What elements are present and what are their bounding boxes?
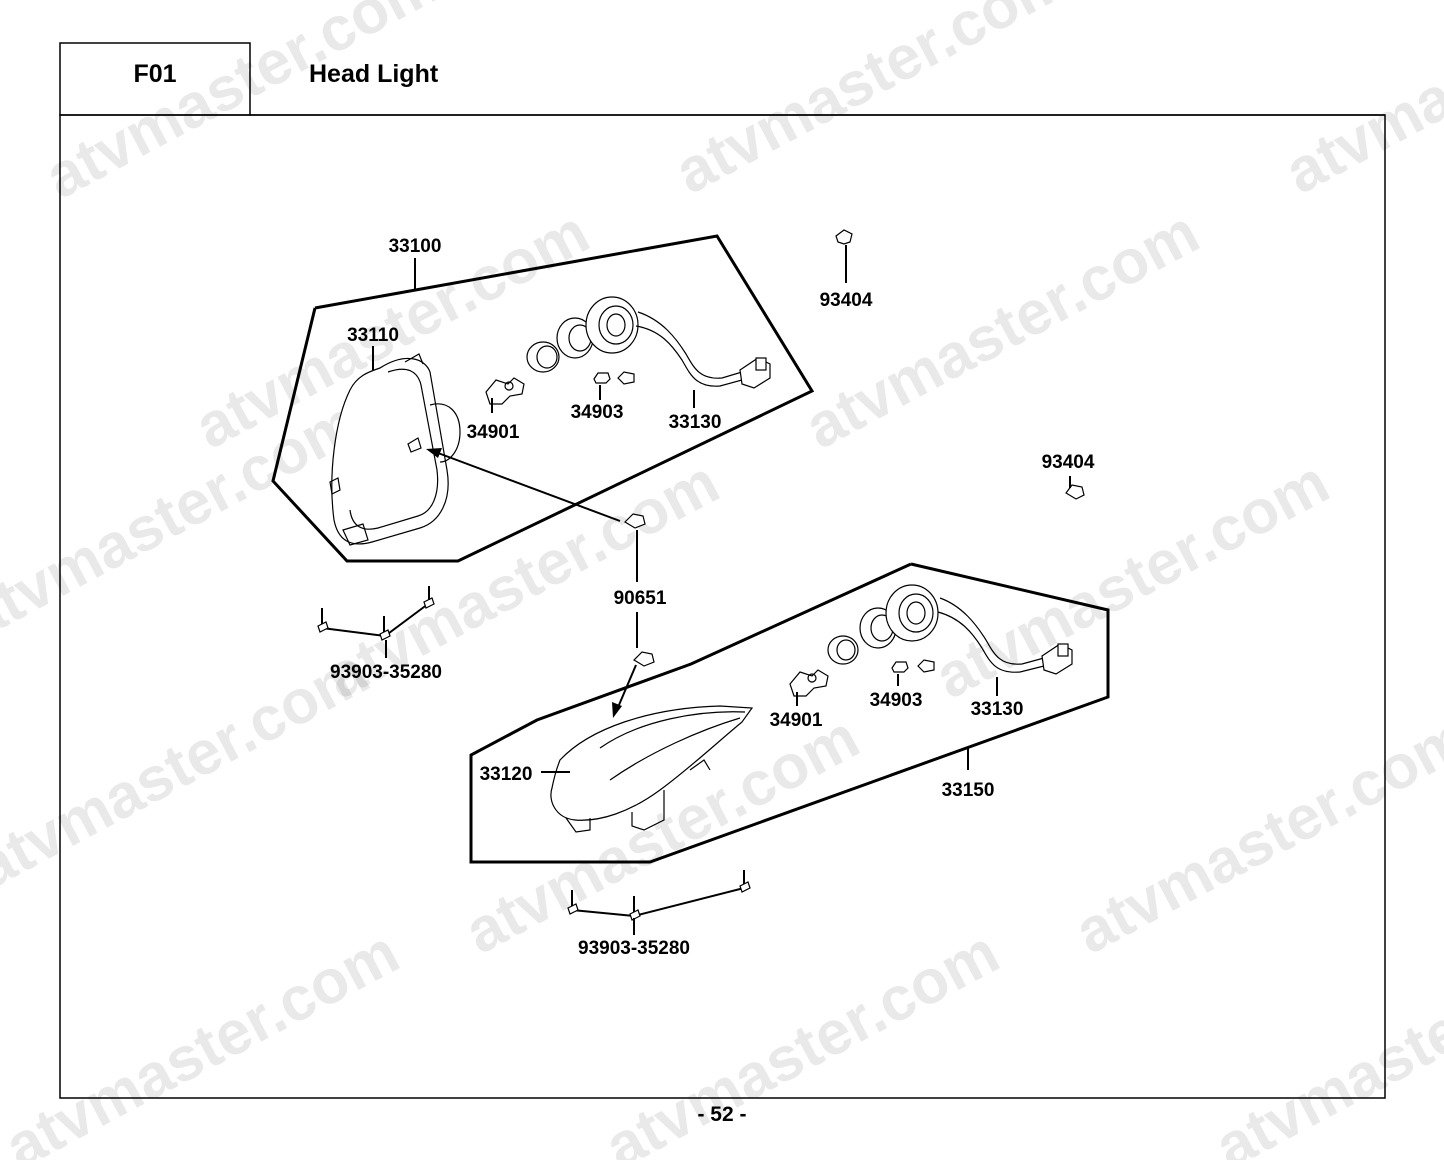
clip-93404-top	[835, 229, 853, 283]
part-label-34901-upper: 34901	[467, 422, 520, 443]
part-label-34903-lower: 34903	[870, 690, 923, 711]
harness-33130-lower	[937, 597, 1073, 696]
bulb-34901-lower	[789, 669, 829, 706]
part-label-33150: 33150	[942, 780, 995, 801]
headlight-lens-33110	[329, 353, 461, 546]
bulb-34901-upper	[485, 377, 525, 413]
section-code: F01	[133, 60, 177, 88]
watermark-text: atvmaster.com	[1064, 703, 1444, 968]
screws-93903-bottom	[567, 870, 751, 935]
page-frame	[59, 42, 1386, 1099]
bulb-34903-upper	[593, 371, 635, 400]
assembly-33150-outline	[469, 562, 1110, 864]
screws-93903-left	[317, 586, 435, 658]
part-label-33120: 33120	[480, 764, 533, 785]
part-labels: 33100 33110 34901 34903 33130 93404 9340…	[330, 236, 1095, 959]
page-number: - 52 -	[697, 1103, 747, 1126]
part-label-34901-lower: 34901	[770, 710, 823, 731]
part-label-93404-right: 93404	[1042, 452, 1095, 473]
part-label-33130-lower: 33130	[971, 699, 1024, 720]
part-label-93903-bottom: 93903-35280	[578, 938, 690, 959]
section-title: Head Light	[309, 60, 439, 88]
clip-93404-right	[1065, 476, 1085, 500]
watermark-text: atvmaster.com	[794, 198, 1210, 463]
part-label-33130-upper: 33130	[669, 412, 722, 433]
part-label-93404-top: 93404	[820, 290, 873, 311]
assembly-33100-outline	[271, 234, 815, 563]
part-label-34903-upper: 34903	[571, 402, 624, 423]
headlight-lens-33120	[550, 705, 754, 833]
leader-lines	[372, 258, 416, 370]
bulb-socket-lower	[827, 584, 939, 665]
part-label-93903-left: 93903-35280	[330, 662, 442, 683]
bulb-34903-lower	[891, 659, 935, 686]
watermark-text: atvmaster.com	[0, 638, 380, 903]
part-label-33100: 33100	[389, 236, 442, 257]
watermark-text: atvmaster.com	[34, 0, 450, 212]
clip-90651	[426, 448, 655, 718]
bulb-socket-upper	[526, 296, 639, 373]
part-label-33110: 33110	[347, 325, 399, 346]
watermark-text: atvmaster.com	[664, 0, 1080, 207]
watermark-text: atvmaster.com	[1274, 0, 1444, 207]
watermark-text: atvmaster.com	[924, 448, 1340, 713]
part-label-90651: 90651	[614, 588, 667, 609]
watermark-text: atvmaster.com	[0, 388, 370, 653]
harness-33130-upper	[635, 311, 771, 408]
